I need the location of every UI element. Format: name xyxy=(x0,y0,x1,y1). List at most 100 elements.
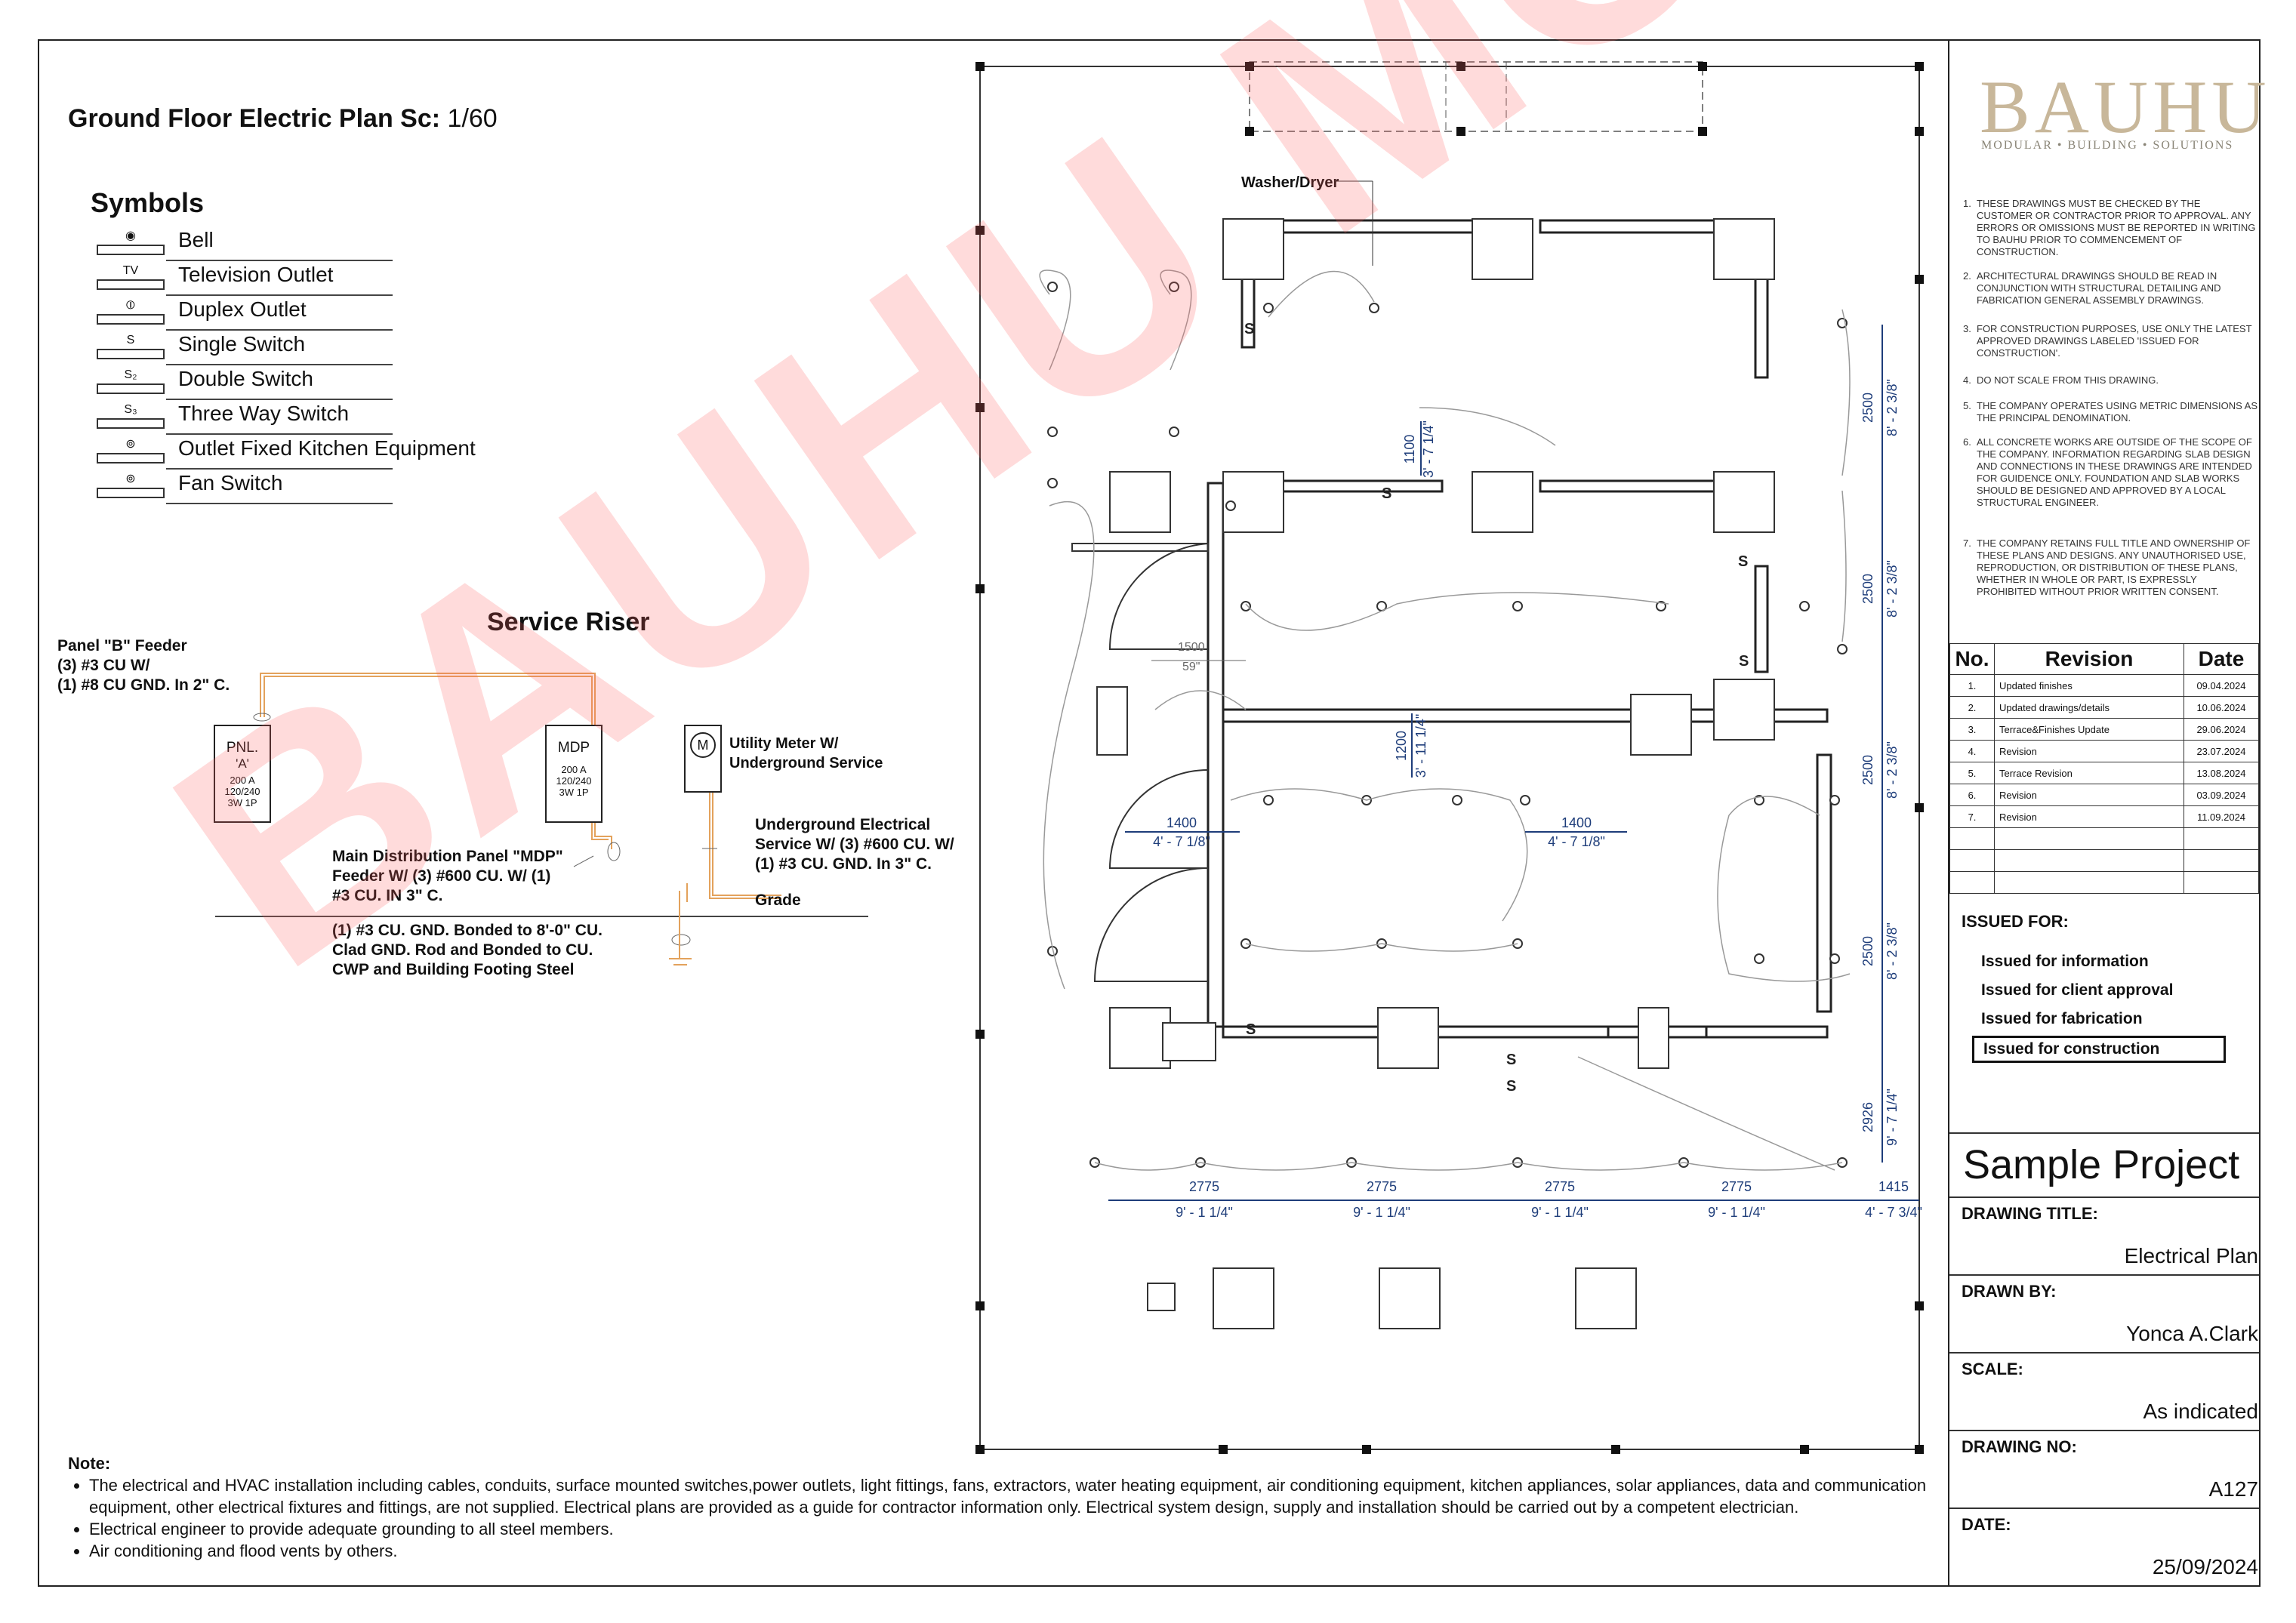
symbol-label: Three Way Switch xyxy=(178,402,350,425)
utility-meter-label: Utility Meter W/Underground Service xyxy=(729,735,883,771)
grip-handle xyxy=(1245,62,1254,71)
revision-row xyxy=(1949,827,2259,850)
light-fixture xyxy=(1047,478,1058,488)
mdp-feeder-text: Main Distribution Panel "MDP"Feeder W/ (… xyxy=(332,848,563,904)
dim-right-imperial: 8' - 2 3/8" xyxy=(1885,741,1900,799)
light-fixture xyxy=(1263,303,1274,313)
light-fixture xyxy=(1754,953,1764,964)
concrete-column xyxy=(1096,686,1128,756)
issued-option[interactable]: Issued for information xyxy=(1981,953,2149,970)
dim-1400-right-mm: 1400 xyxy=(1561,815,1592,830)
columns xyxy=(1096,218,1775,1329)
concrete-column xyxy=(1630,694,1692,756)
title-block-note: 6.ALL CONCRETE WORKS ARE OUTSIDE OF THE … xyxy=(1963,436,2252,508)
symbol-label: Duplex Outlet xyxy=(178,297,307,321)
light-fixtures xyxy=(1047,282,1848,1168)
washer-dryer-label: Washer/Dryer xyxy=(1241,174,1339,191)
dim-right-imperial: 8' - 2 3/8" xyxy=(1885,922,1900,980)
plan-title-text: Ground Floor Electric Plan Sc: xyxy=(68,104,441,133)
note-item: The electrical and HVAC installation inc… xyxy=(89,1474,1933,1518)
company-logo: BAUHU xyxy=(1980,65,2271,149)
issued-option[interactable]: Issued for construction xyxy=(1972,1036,2226,1063)
grip-handle xyxy=(975,226,985,235)
issued-for-label: ISSUED FOR: xyxy=(1962,912,2069,931)
dim-right-imperial: 8' - 2 3/8" xyxy=(1885,379,1900,436)
light-fixture xyxy=(1047,282,1058,292)
drawn-by-value: Yonca A.Clark xyxy=(2126,1322,2258,1345)
dim-1500: 1500 59" xyxy=(1178,641,1205,673)
issued-option[interactable]: Issued for fabrication xyxy=(1981,1010,2143,1027)
symbol-row: ⦶ Duplex Outlet xyxy=(91,296,393,331)
circuit-wiring xyxy=(1039,269,1851,1171)
dim-bottom-mm: 2775 xyxy=(1367,1179,1397,1194)
rev-header-no: No. xyxy=(1949,643,1995,675)
concrete-column xyxy=(1713,679,1775,741)
notes-list: The electrical and HVAC installation inc… xyxy=(68,1474,1933,1562)
single-switch-icon: S xyxy=(95,332,166,362)
concrete-column xyxy=(1162,1022,1216,1061)
notes-heading: Note: xyxy=(68,1454,111,1473)
duplex-outlet-icon: ⦶ xyxy=(95,297,166,328)
floor-plan: S S S S S S S 2500 8' - 2 3/8" 2500 8' - 2 … xyxy=(975,61,1924,1454)
symbol-label: Outlet Fixed Kitchen Equipment xyxy=(178,436,476,460)
dim-1100-imperial: 3' - 7 1/4" xyxy=(1421,420,1436,478)
title-block-note: 1.THESE DRAWINGS MUST BE CHECKED BY THE … xyxy=(1963,198,2256,257)
double-switch-icon: S₂ xyxy=(95,367,166,397)
dim-1200-mm: 1200 xyxy=(1394,731,1409,761)
dim-right-imperial: 9' - 7 1/4" xyxy=(1885,1089,1900,1146)
concrete-column xyxy=(1377,1007,1439,1069)
grip-handle xyxy=(1915,275,1924,284)
scale-value: As indicated xyxy=(2143,1400,2258,1423)
kitchen-outlet-icon: ⊚ xyxy=(95,436,166,467)
bell-icon: ◉ xyxy=(95,228,166,258)
drawing-title-label: DRAWING TITLE: xyxy=(1962,1204,2098,1223)
revision-row xyxy=(1949,871,2259,894)
project-name: Sample Project xyxy=(1963,1142,2240,1187)
symbols-title: Symbols xyxy=(91,187,205,218)
drawing-sheet-border xyxy=(38,39,2261,1587)
dim-right-imperial: 8' - 2 3/8" xyxy=(1885,560,1900,617)
dim-right-mm: 2926 xyxy=(1860,1102,1875,1132)
light-fixture xyxy=(1263,795,1274,805)
concrete-column xyxy=(1472,471,1533,533)
symbol-row: ⊚ Outlet Fixed Kitchen Equipment xyxy=(91,435,476,470)
dim-bottom-mm: 2775 xyxy=(1545,1179,1575,1194)
three-way-switch-icon: S₃ xyxy=(95,402,166,432)
svg-text:S: S xyxy=(1506,1078,1516,1095)
light-fixture xyxy=(1369,303,1379,313)
svg-text:1500: 1500 xyxy=(1178,641,1205,654)
drawn-by-label: DRAWN BY: xyxy=(1962,1282,2057,1301)
light-fixture xyxy=(1837,644,1848,654)
light-fixture xyxy=(1520,795,1530,805)
grip-handle xyxy=(1915,62,1924,71)
plan-title: Ground Floor Electric Plan Sc: 1/60 xyxy=(68,104,498,134)
dim-bottom-mm: 1415 xyxy=(1878,1179,1909,1194)
grip-handle xyxy=(1245,127,1254,136)
dim-1400-right-imperial: 4' - 7 1/8" xyxy=(1548,834,1605,849)
title-block-note: 2.ARCHITECTURAL DRAWINGS SHOULD BE READ … xyxy=(1963,270,2221,306)
grip-handle xyxy=(1456,127,1465,136)
grip-handle xyxy=(1915,1301,1924,1310)
issued-option[interactable]: Issued for client approval xyxy=(1981,981,2174,999)
drawing-title-value: Electrical Plan xyxy=(2124,1244,2258,1267)
title-block-note: 7.THE COMPANY RETAINS FULL TITLE AND OWN… xyxy=(1963,537,2251,597)
light-fixture xyxy=(1829,795,1840,805)
dim-right-mm: 2500 xyxy=(1860,574,1875,604)
concrete-column xyxy=(1713,471,1775,533)
grip-handle xyxy=(1800,1445,1809,1454)
dim-right-mm: 2500 xyxy=(1860,755,1875,785)
svg-text:S: S xyxy=(1382,485,1391,502)
concrete-column xyxy=(1638,1007,1669,1069)
light-fixture xyxy=(1240,601,1251,611)
grip-handle xyxy=(975,1301,985,1310)
wall-device-symbols: S S S S S S S xyxy=(1244,321,1749,1095)
